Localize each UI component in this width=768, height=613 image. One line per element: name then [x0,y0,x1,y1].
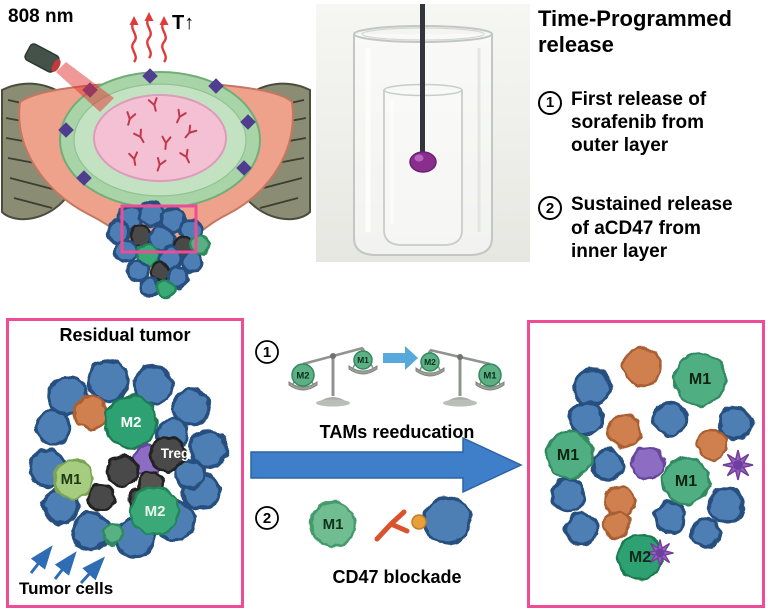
svg-text:2: 2 [263,510,271,527]
residual-tumor-title: Residual tumor [59,325,191,345]
release-step-1: 1 First release of sorafenib from outer … [538,88,766,158]
reeducation-arrow [383,346,418,370]
treated-tumor-box: M1 M1 M1 M2 [527,320,765,608]
step2-number-badge: 2 [255,506,279,530]
balance-scale-before [288,346,378,407]
antibody-icon [374,509,410,542]
tams-reeducation-label: TAMs reeducation [320,422,475,442]
step1-text: First release of sorafenib from outer la… [571,88,707,157]
m2-top-label: M2 [121,414,142,431]
treg-label: Treg [161,446,190,461]
tumor-site-illustration [1,10,311,300]
balance1-m1-label: M1 [357,355,369,365]
balance2-m2-label: M2 [424,357,436,367]
mechanism-panel: 1 M2 M1 M2 M1 TAMs reeducation 2 [250,340,523,587]
release-panel: Time-Programmed release 1 First release … [538,6,766,263]
m1-top-label: M1 [689,371,711,388]
tumor-cell-arrows [29,545,106,585]
treated-tumor-cells: M1 M1 M1 M2 [545,346,754,581]
balance-scale-after [415,348,505,407]
m1-right-label: M1 [675,473,697,490]
step1-number-badge: 1 [255,340,279,364]
m2-bottom-label: M2 [145,503,166,520]
m2-label: M2 [629,549,651,566]
balance2-m1-label: M1 [483,371,497,382]
m1-left-label: M1 [557,447,579,464]
suspension-rod [420,4,425,154]
implant [58,68,261,209]
panel-title: Time-Programmed release [538,6,766,58]
cell-cluster [28,359,228,559]
highlight-rect [120,204,198,254]
residual-tumor-cells: M2 Treg M1 M2 [28,359,228,585]
vial-photo [316,4,530,262]
panel-title-line2: release [538,31,614,57]
hydrogel-sample [409,151,437,173]
cell-cluster [545,346,753,581]
heat-arrows [128,10,170,64]
temperature-label: T↑ [172,12,195,34]
big-arrow [250,436,523,494]
step2-number-badge: 2 [538,196,562,221]
laser-wavelength-label: 808 nm [8,6,74,27]
panel-title-line1: Time-Programmed [538,6,732,31]
step2-text: Sustained release of aCD47 from inner la… [571,194,733,262]
cd47-blockade-label: CD47 blockade [332,567,461,587]
balance1-m2-label: M2 [296,371,309,382]
laser-device [24,43,114,112]
tumor-cells-label: Tumor cells [19,579,114,598]
step1-number-badge: 1 [538,90,562,115]
release-step-2: 2 Sustained release of aCD47 from inner … [538,193,766,263]
cd47-blockade-graphic [309,495,472,548]
residual-tumor-box: M2 Treg M1 M2 Residual tumor Tumor cells [6,318,244,608]
m1-label: M1 [61,471,82,488]
dendritic-cell-icons [645,449,754,568]
laser-beam [56,62,114,112]
svg-text:1: 1 [263,344,271,361]
cd47-receptor-icon [411,514,427,530]
m1-cell-label: M1 [323,516,344,533]
